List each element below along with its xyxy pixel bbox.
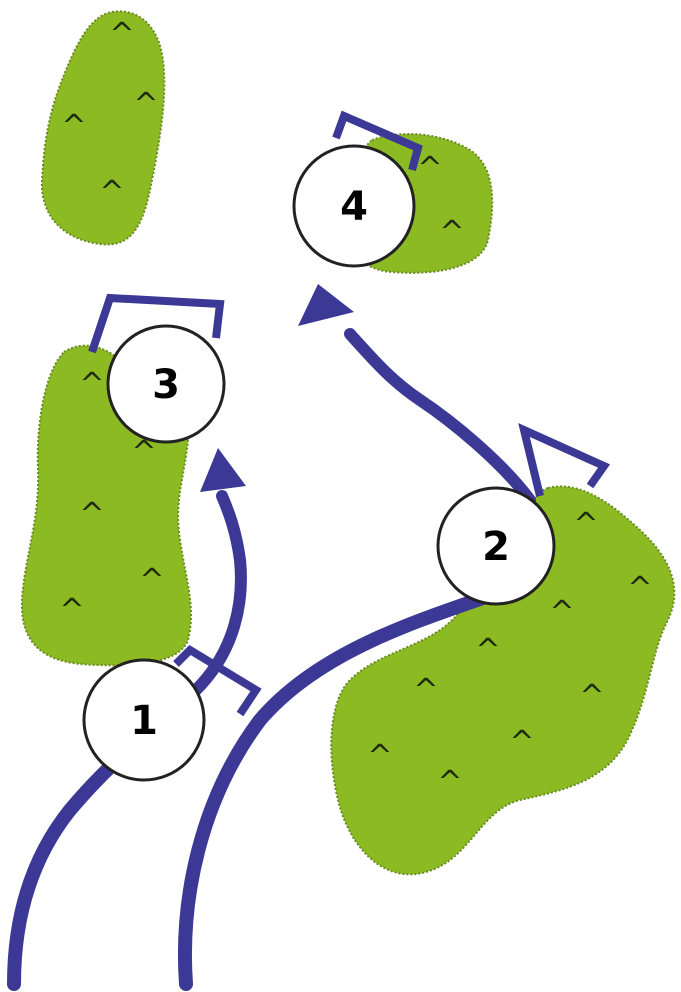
vegetation-tuft-icon: ^	[509, 725, 534, 760]
route-2-to-4	[344, 328, 536, 506]
arrowhead-2-to-4	[298, 284, 354, 326]
vegetation-tuft-icon: ^	[439, 215, 464, 250]
vegetation-tuft-icon: ^	[413, 673, 438, 708]
bracket-1	[173, 644, 262, 717]
vegetation-tuft-icon: ^	[417, 151, 442, 186]
vegetation-tuft-icon: ^	[549, 595, 574, 630]
vegetation-tuft-icon: ^	[579, 679, 604, 714]
vegetation-tuft-icon: ^	[367, 739, 392, 774]
vegetation-tuft-icon: ^	[61, 109, 86, 144]
bracket-4	[332, 110, 423, 172]
vegetation-tuft-icon: ^	[79, 497, 104, 532]
bracket-2	[518, 422, 611, 497]
marker-3-label: 3	[152, 362, 180, 408]
marker-2-label: 2	[482, 524, 510, 570]
route-1-to-3	[190, 490, 247, 696]
bracket-3	[88, 293, 225, 354]
marker-3: 3	[106, 324, 226, 444]
vegetation-tuft-icon: ^	[133, 87, 158, 122]
vegetation-tufts: ^^^^^^^^^^^^^^^^^^^^	[59, 17, 652, 800]
marker-4-label: 4	[340, 184, 368, 230]
marker-3-circle	[106, 324, 226, 444]
marker-1-circle	[82, 658, 206, 782]
vegetation-tuft-icon: ^	[79, 367, 104, 402]
vegetation-tuft-icon: ^	[627, 571, 652, 606]
marker-2: 2	[436, 486, 556, 606]
marker-4-circle	[292, 144, 416, 268]
route-lower-right	[177, 585, 507, 991]
marker-1: 1	[82, 658, 206, 782]
vegetation-tuft-icon: ^	[99, 175, 124, 210]
vegetation-patch-right	[330, 485, 676, 876]
brackets	[88, 110, 611, 717]
vegetation-tuft-icon: ^	[109, 17, 134, 52]
vegetation-tuft-icon: ^	[573, 507, 598, 542]
vegetation-tuft-icon: ^	[475, 633, 500, 668]
vegetation-tuft-icon: ^	[139, 563, 164, 598]
marker-2-circle	[436, 486, 556, 606]
vegetation-tuft-icon: ^	[437, 765, 462, 800]
vegetation-tuft-icon: ^	[59, 593, 84, 628]
marker-4: 4	[292, 144, 416, 268]
marker-1-label: 1	[130, 698, 158, 744]
arrowhead-1-to-3	[200, 448, 246, 492]
vegetation-patch-top-left	[40, 10, 166, 246]
